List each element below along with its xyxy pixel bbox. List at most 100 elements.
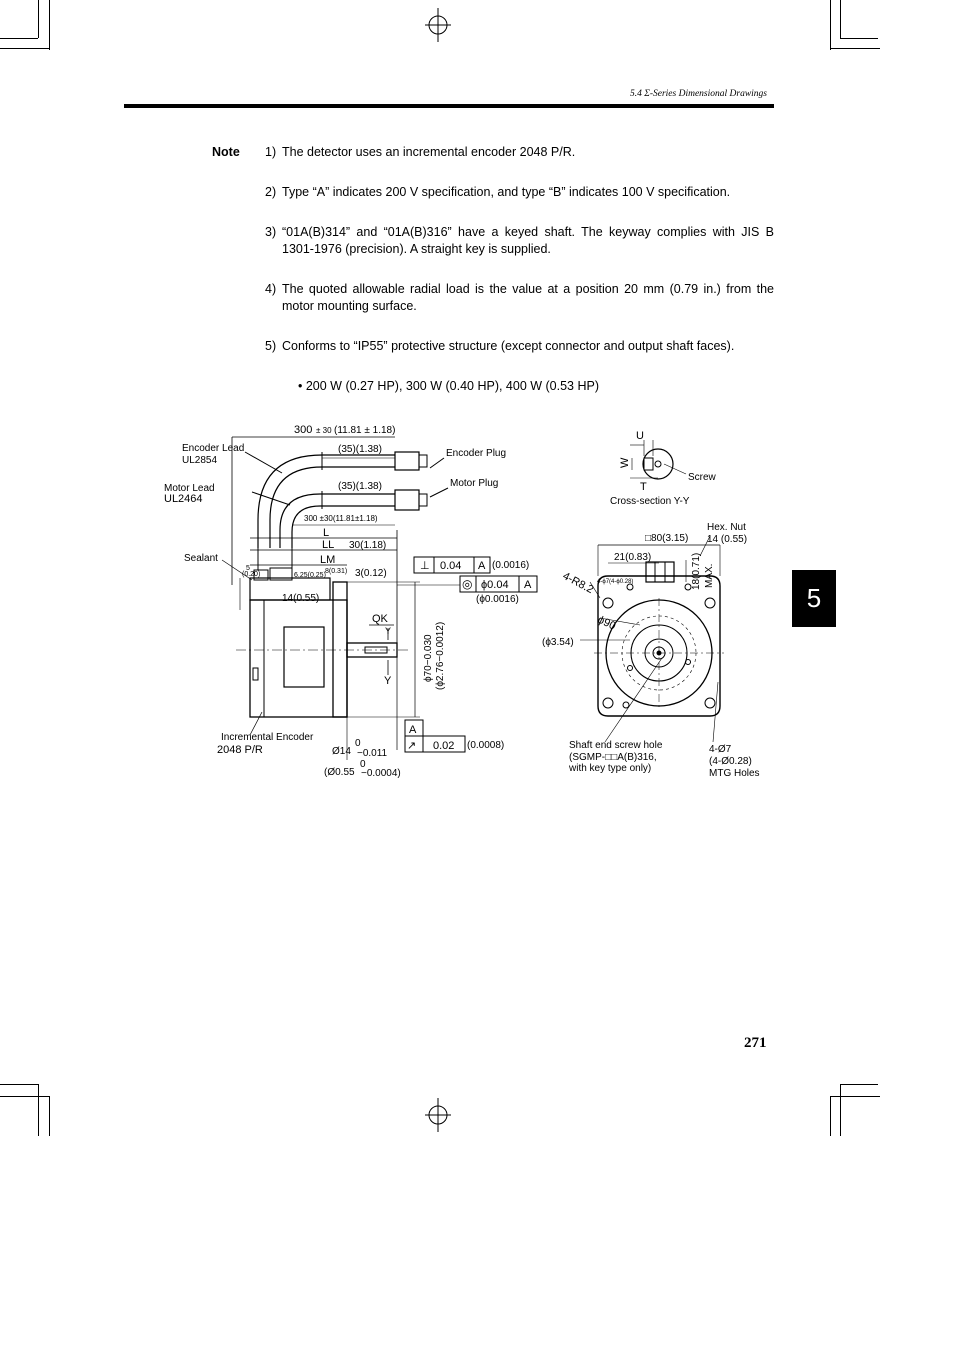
label-300-tol: ± 30 [316, 426, 332, 435]
label-phi90: ϕ90 [596, 614, 618, 633]
label-ul2854: UL2854 [182, 455, 217, 466]
leader-line [249, 711, 263, 736]
motor-plug [394, 489, 420, 511]
dimensional-drawing: Encoder Lead UL2854 Motor Lead UL2464 Se… [164, 424, 760, 779]
small-hole [627, 665, 633, 671]
leader-line [429, 457, 445, 469]
header-rule [124, 104, 774, 108]
encoder-cap [249, 577, 331, 601]
tol-datum-a2: A [524, 579, 532, 591]
note-number: 2) [265, 185, 277, 199]
note-text: The detector uses an incremental encoder… [282, 145, 576, 159]
tolerance-frame-perp [413, 556, 491, 574]
flange [332, 581, 348, 718]
label-625: 6.25(0.25) [294, 572, 326, 579]
registration-mark-bottom [425, 1098, 451, 1132]
label-3: 3(0.12) [355, 568, 387, 579]
note-item: 3) “01A(B)314” and “01A(B)316” have a ke… [265, 224, 774, 258]
registration-mark-top [425, 8, 451, 42]
label-phi14-tol-bot: −0.011 [357, 748, 388, 759]
mounting-hole [704, 597, 716, 609]
mounting-hole [602, 597, 614, 609]
label-QK: QK [372, 613, 389, 625]
label-8: 8(0.31) [325, 568, 347, 575]
motor-cable [279, 493, 395, 548]
model-bullet: • 200 W (0.27 HP), 300 W (0.40 HP), 400 … [298, 379, 600, 393]
label-30: 30(1.18) [349, 540, 386, 551]
label-35b: (35)(1.38) [338, 481, 382, 492]
note-text: The quoted allowable radial load is the … [282, 282, 774, 313]
note-item: 1) The detector uses an incremental enco… [265, 144, 774, 161]
leader-line [244, 451, 283, 474]
label-LM: LM [320, 554, 335, 566]
note-item: 5) Conforms to “IP55” protective structu… [265, 338, 774, 355]
key-section [643, 457, 654, 471]
label-ul2464: UL2464 [164, 493, 203, 505]
datum-box-label: A [409, 724, 417, 736]
label-encoder-lead: Encoder Lead [182, 443, 244, 454]
label-U: U [636, 430, 644, 442]
tol-datum-a: A [478, 560, 486, 572]
note-text: “01A(B)314” and “01A(B)316” have a keyed… [282, 225, 774, 256]
nameplate [283, 626, 325, 688]
leader-line [663, 463, 687, 475]
tol-perp-in: (0.0016) [492, 560, 529, 571]
tol-002-in: (0.0008) [467, 740, 504, 751]
note-label: Note [212, 145, 240, 159]
label-cross-section: Cross-section Y-Y [610, 496, 690, 507]
label-shaft-end-1: Shaft end screw hole [569, 740, 663, 751]
label-shaft-end-3: with key type only) [568, 763, 651, 774]
note-number: 5) [265, 339, 277, 353]
cable-gland [269, 567, 293, 581]
label-hex-14: 14 (0.55) [707, 534, 747, 545]
note-text: Conforms to “IP55” protective structure … [282, 339, 735, 353]
tolerance-frame-conc [459, 575, 538, 593]
runout-symbol: ↗ [407, 740, 416, 752]
label-hex-nut: Hex. Nut [707, 522, 746, 533]
leader-line [251, 491, 291, 506]
motor-cable-edge [291, 505, 395, 548]
flange-square [597, 575, 721, 717]
hex-nut [645, 561, 675, 583]
label-L: L [323, 527, 329, 539]
mounting-hole [704, 697, 716, 709]
label-phi354: (ϕ3.54) [542, 637, 574, 648]
note-item: 2) Type “A” indicates 200 V specificatio… [265, 184, 774, 201]
small-hole [622, 701, 630, 709]
label-holes-3: MTG Holes [709, 768, 760, 779]
shaft-section-circle [642, 448, 674, 480]
encoder-plug-tip [418, 454, 428, 468]
small-hole [626, 583, 634, 591]
label-W: W [619, 457, 631, 468]
label-phi70: ϕ70−0.030 [423, 634, 434, 682]
screw-hole [654, 460, 662, 468]
tol-phi004: ϕ0.04 [481, 579, 509, 591]
label-phi055-tol-top: 0 [360, 759, 366, 770]
note-number: 4) [265, 282, 277, 296]
tol-perp-symbol: ⊥ [420, 560, 430, 572]
label-phi14-tol-top: 0 [355, 738, 361, 749]
leader-line [429, 487, 449, 498]
label-r82: 4-R8.2 [561, 570, 596, 596]
label-300b: 300 ±30(11.81±1.18) [304, 514, 378, 523]
label-T: T [640, 481, 647, 493]
leader-line [599, 617, 641, 626]
label-5: 5 [246, 565, 250, 572]
leader-line [589, 581, 601, 599]
leader-line [712, 681, 719, 743]
label-motor-lead: Motor Lead [164, 483, 215, 494]
encoder-cable [257, 454, 395, 548]
small-hole [685, 659, 691, 665]
label-holes-2: (4-Ø0.28) [709, 756, 752, 767]
small-hole [684, 583, 692, 591]
tol-002: 0.02 [433, 740, 454, 752]
note-text: Type “A” indicates 200 V specification, … [282, 185, 731, 199]
label-holes-1: 4-Ø7 [709, 744, 732, 755]
label-phi055: (Ø0.55 [324, 767, 355, 778]
section-header: 5.4 Σ-Series Dimensional Drawings [629, 89, 767, 99]
label-Y-top: Y [385, 626, 391, 636]
tol-conc-symbol: ◎ [462, 577, 472, 591]
label-encoder-plug: Encoder Plug [446, 448, 506, 459]
leader-line [221, 559, 253, 581]
label-phi14: Ø14 [332, 746, 351, 757]
